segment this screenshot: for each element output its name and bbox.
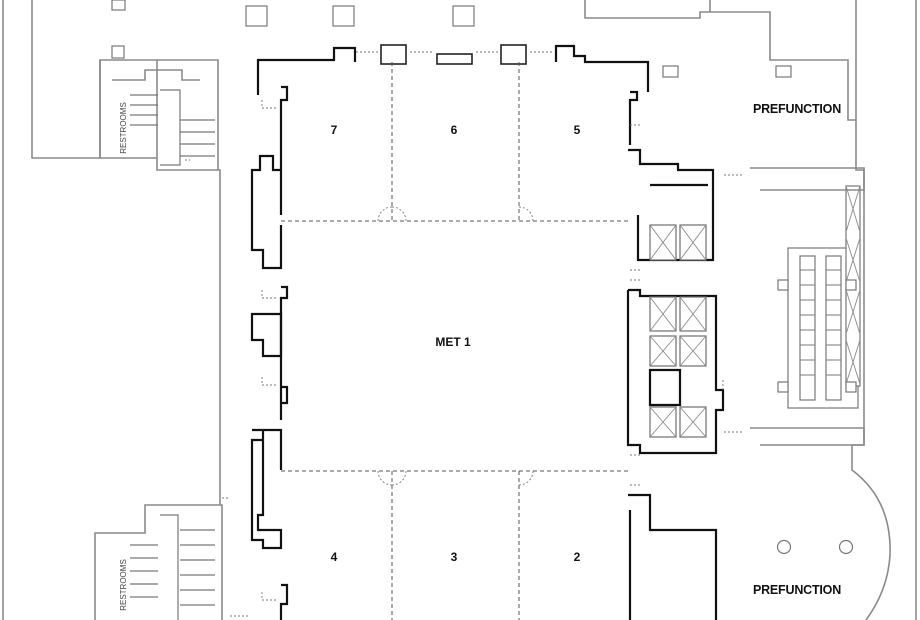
section-3-label: 3 <box>451 550 458 564</box>
section-4-label: 4 <box>331 550 338 564</box>
room-labels: 7 6 5 MET 1 4 3 2 PREFUNCTION PREFUNCTIO… <box>119 102 841 611</box>
prefunction-bottom-label: PREFUNCTION <box>753 583 841 597</box>
restrooms-top-label: RESTROOMS <box>119 102 128 154</box>
columns-top <box>111 0 792 78</box>
elevator-bank <box>649 224 707 438</box>
restrooms-bottom-block <box>94 504 223 620</box>
section-7-label: 7 <box>331 123 338 137</box>
stair-core <box>750 167 865 446</box>
section-6-label: 6 <box>451 123 458 137</box>
restrooms-top-block <box>99 59 219 170</box>
columns-bottom-right <box>776 539 854 555</box>
section-5-label: 5 <box>574 123 581 137</box>
main-hall-label: MET 1 <box>435 335 471 349</box>
air-walls <box>281 62 630 620</box>
door-swings <box>185 51 744 617</box>
section-2-label: 2 <box>574 550 581 564</box>
restrooms-bottom-label: RESTROOMS <box>119 559 128 611</box>
ballroom-walls <box>250 44 725 620</box>
prefunction-top-label: PREFUNCTION <box>753 102 841 116</box>
